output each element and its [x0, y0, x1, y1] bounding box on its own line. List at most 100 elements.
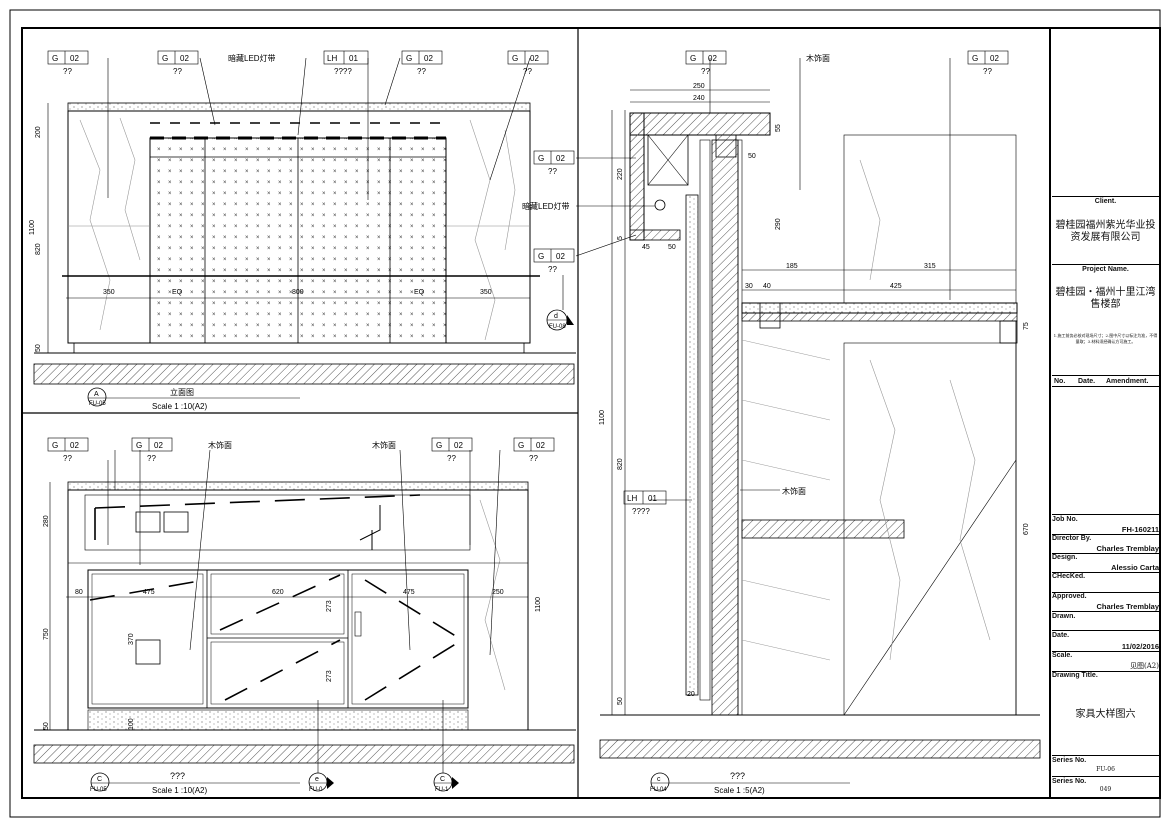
view-s-scale: Scale 1 :5(A2) — [714, 786, 765, 795]
section-d-bottom: FU-08 — [549, 324, 566, 330]
approved-label: Approved. — [1052, 593, 1087, 600]
tag-s-2-desc: ?? — [983, 67, 992, 76]
dim-c-100: 100 — [128, 718, 135, 730]
tag-c-2-code: G — [136, 441, 142, 450]
dim-a-350-right: 350 — [480, 289, 492, 296]
tag-s-5-desc: ???? — [632, 507, 650, 516]
dim-a-1100: 1100 — [29, 220, 36, 235]
tag-a-4-code: G — [406, 54, 412, 63]
tag-c-2-num: 02 — [154, 441, 163, 450]
dim-s-50-mid: 50 — [668, 244, 676, 251]
tag-a-2-desc: ?? — [173, 67, 182, 76]
tag-s-3-code: G — [538, 154, 544, 163]
wood-label-c-2: 木饰面 — [372, 440, 396, 450]
dim-s-5: 5 — [617, 236, 624, 240]
dim-s-670: 670 — [1023, 523, 1030, 535]
tag-s-4-num: 02 — [556, 252, 565, 261]
tag-c-2-desc: ?? — [147, 454, 156, 463]
section-e-top: e — [315, 776, 319, 783]
tag-a-3-num: 01 — [349, 54, 358, 63]
tag-a-4-num: 02 — [424, 54, 433, 63]
scale-label: Scale. — [1052, 652, 1073, 659]
view-a-top: A — [94, 391, 99, 398]
led-label-a: 暗藏LED灯带 — [228, 53, 276, 63]
scale: 见图(A2) — [1130, 662, 1159, 670]
wood-label-s-mid: 木饰面 — [782, 486, 806, 496]
tag-s-3: G 02?? — [533, 150, 575, 176]
view-marker-a: A FU-05 立面图 Scale 1 :10(A2) — [87, 387, 300, 411]
dim-s-40: 40 — [763, 283, 771, 290]
dim-c-50: 50 — [43, 722, 50, 730]
led-label-s: 暗藏LED灯带 — [522, 201, 570, 211]
tag-c-1-num: 02 — [70, 441, 79, 450]
dim-s-30: 30 — [745, 283, 753, 290]
project-name: 碧桂园・福州十里江湾售楼部 — [1055, 287, 1156, 310]
dim-c-750: 750 — [43, 628, 50, 640]
tag-s-3-num: 02 — [556, 154, 565, 163]
view-marker-c: C FU-05 ??? Scale 1 :10(A2) — [90, 771, 300, 795]
tag-c-4-num: 02 — [536, 441, 545, 450]
series2-label: Series No. — [1052, 778, 1087, 785]
tag-a-5-desc: ?? — [523, 67, 532, 76]
view-s-top: c — [657, 776, 661, 783]
amend-no: No. — [1054, 378, 1066, 385]
checked-label: CHecKed. — [1052, 573, 1086, 580]
amend-label: Amendment. — [1106, 378, 1149, 385]
project-label: Project Name. — [1082, 266, 1129, 273]
client-name: 碧桂园福州紫光华业投资发展有限公司 — [1055, 220, 1156, 243]
dim-s-820: 820 — [617, 458, 624, 470]
view-a-scale: Scale 1 :10(A2) — [152, 402, 207, 411]
amend-date: Date. — [1078, 378, 1096, 385]
dim-s-250: 250 — [693, 83, 705, 90]
tag-c-3-num: 02 — [454, 441, 463, 450]
view-s-bottom: FU-04 — [650, 787, 667, 793]
tag-c-2: G 02?? — [131, 437, 173, 463]
job-label: Job No. — [1052, 516, 1078, 523]
tag-a-4-desc: ?? — [417, 67, 426, 76]
tag-s-2-code: G — [972, 54, 978, 63]
tag-a-3-code: LH — [327, 54, 337, 63]
tag-s-2: G 02?? — [967, 50, 1009, 76]
dim-a-350-left: 350 — [103, 289, 115, 296]
director: Charles Tremblay — [1096, 544, 1159, 553]
tag-s-5-code: LH — [627, 494, 637, 503]
date-label: Date. — [1052, 632, 1070, 639]
tag-c-4-code: G — [518, 441, 524, 450]
dim-s-50-top: 50 — [748, 153, 756, 160]
dim-s-240: 240 — [693, 95, 705, 102]
dim-c-80: 80 — [75, 589, 83, 596]
tag-s-3-desc: ?? — [548, 167, 557, 176]
dim-c-273-b: 273 — [326, 670, 333, 682]
section-marker-d: d FU-08 — [546, 275, 574, 331]
dim-a-200: 200 — [35, 126, 42, 138]
section-c-top: C — [440, 776, 445, 783]
tag-s-2-num: 02 — [990, 54, 999, 63]
dim-s-75: 75 — [1023, 322, 1030, 330]
tag-s-1-desc: ?? — [701, 67, 710, 76]
dim-s-425: 425 — [890, 283, 902, 290]
title-block: Client. 碧桂园福州紫光华业投资发展有限公司 Project Name. … — [1052, 28, 1159, 798]
view-c-bottom: FU-05 — [90, 787, 107, 793]
dim-c-280: 280 — [43, 515, 50, 527]
drawn-label: Drawn. — [1052, 613, 1076, 620]
section-d-top: d — [554, 313, 558, 320]
dim-a-50: 50 — [35, 344, 42, 352]
client-label: Client. — [1094, 198, 1117, 205]
view-c-top: C — [97, 776, 102, 783]
dim-s-290: 290 — [775, 218, 782, 230]
section-c: 1100 220 5 820 50 250 240 55 50 45 50 29… — [522, 50, 1041, 795]
dim-a-eq-right: EQ — [414, 289, 425, 296]
dim-s-1100: 1100 — [599, 410, 606, 425]
tag-c-3-code: G — [436, 441, 442, 450]
approved: Charles Tremblay — [1096, 602, 1159, 611]
series-label: Series No. — [1052, 757, 1087, 764]
tag-a-4: G 02?? — [401, 50, 443, 76]
tag-s-4-desc: ?? — [548, 265, 557, 274]
wood-label-c-1: 木饰面 — [208, 440, 232, 450]
